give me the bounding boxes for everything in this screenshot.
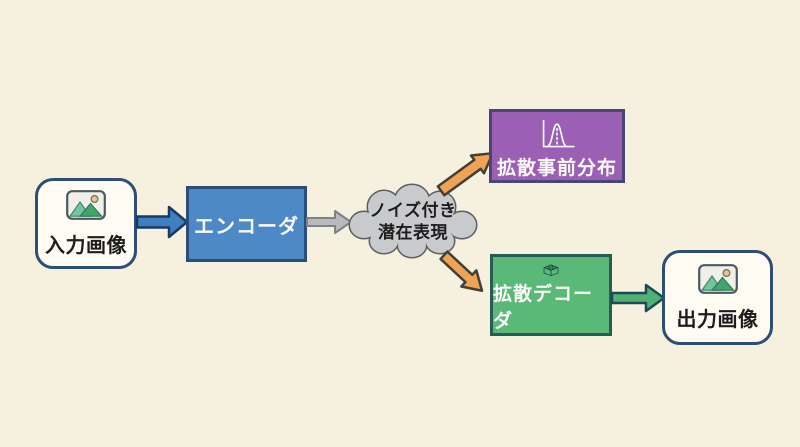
diffusion-prior-label: 拡散事前分布 (496, 158, 617, 179)
arrow-latent-to-decoder (439, 250, 484, 292)
arrow-encoder-to-latent (306, 210, 352, 234)
node-diffusion-prior: 拡散事前分布 (489, 109, 625, 183)
image-icon (66, 189, 106, 220)
node-output-image: 出力画像 (662, 250, 773, 345)
encoder-label: エンコーダ (194, 215, 299, 238)
arrow-input-to-encoder (135, 205, 189, 239)
diffusion-decoder-label: 拡散デコーダ (493, 284, 594, 332)
cloud-shape (348, 183, 478, 259)
node-noisy-latent (346, 183, 480, 261)
noisy-latent-label-line1: ノイズ付き (369, 201, 457, 221)
node-encoder: エンコーダ (186, 186, 307, 262)
output-image-label: 出力画像 (676, 308, 759, 331)
noisy-latent-label: ノイズ付き 潜在表現 (346, 183, 480, 261)
distribution-icon (542, 119, 575, 148)
node-diffusion-decoder: 拡散デコーダ (490, 254, 612, 336)
image-icon (697, 263, 738, 294)
noisy-latent-label-line2: 潜在表現 (378, 223, 448, 242)
node-input-image: 入力画像 (35, 178, 137, 269)
arrow-decoder-to-output (610, 283, 666, 313)
lego-icon (543, 264, 559, 277)
input-image-label: 入力画像 (45, 234, 127, 257)
arrow-latent-to-prior (436, 151, 495, 197)
